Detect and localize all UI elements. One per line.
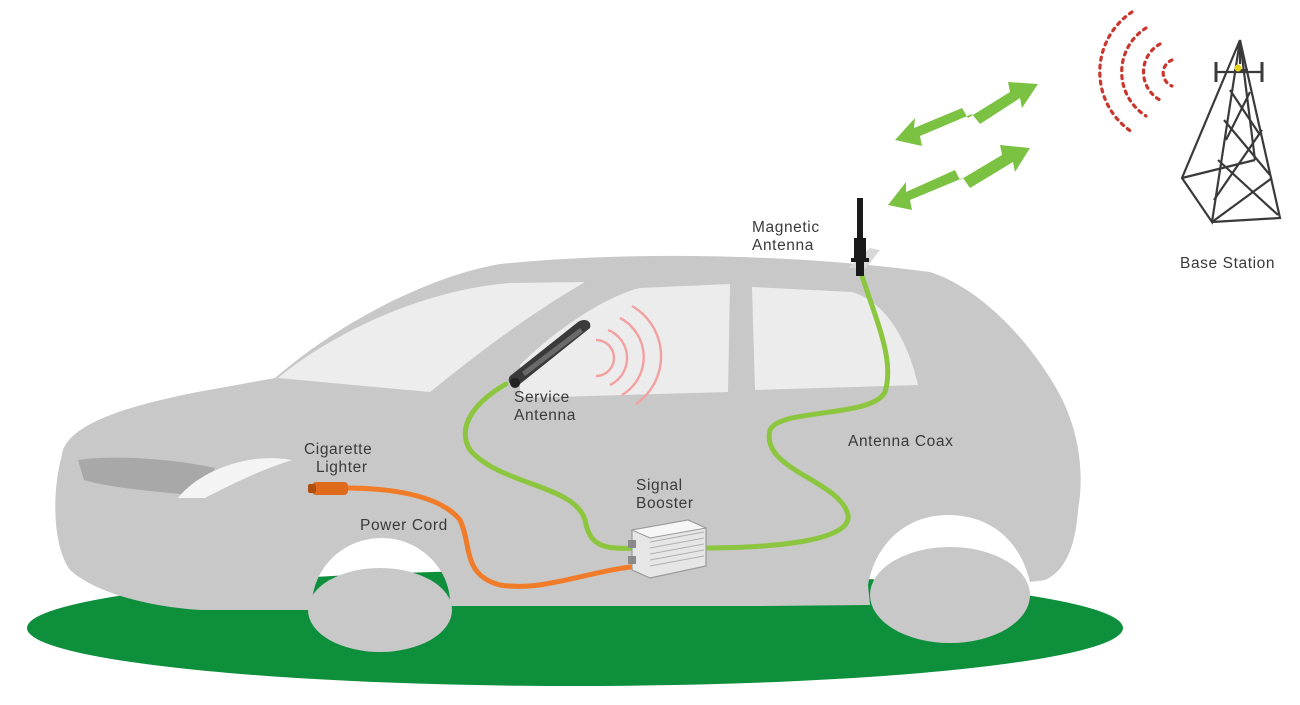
power-cord-label: Power Cord	[360, 517, 448, 534]
antenna-coax-cable	[462, 273, 891, 551]
magnetic-antenna-label-line2: Antenna	[752, 237, 814, 254]
antenna-coax-label: Antenna Coax	[848, 433, 953, 450]
signal-booster-label-line1: Signal	[636, 477, 683, 494]
base-station-tower-icon	[1180, 39, 1282, 225]
cigarette-lighter-label: Cigarette Lighter	[304, 441, 377, 476]
service-antenna-icon	[508, 320, 591, 388]
magnetic-antenna-label: Magnetic Antenna	[752, 219, 825, 254]
service-antenna-label-line2: Antenna	[514, 407, 576, 424]
headlight	[78, 457, 215, 496]
radio-wave-icon	[595, 304, 663, 405]
base-station-label: Base Station	[1180, 255, 1275, 272]
wheel-arch	[178, 458, 292, 498]
windshield	[278, 282, 585, 392]
cigarette-lighter-label-line1: Cigarette	[304, 441, 372, 458]
signal-booster-label-line2: Booster	[636, 495, 694, 512]
service-antenna-label: Service Antenna	[514, 389, 576, 424]
signal-booster-icon	[628, 519, 708, 579]
signal-booster-label: Signal Booster	[636, 477, 694, 512]
bidirectional-arrow-icon	[888, 82, 1038, 210]
magnetic-antenna-icon	[851, 198, 869, 276]
cigarette-lighter-label-line2: Lighter	[316, 459, 368, 476]
car-icon	[55, 248, 1081, 652]
power-cord-cable	[342, 485, 643, 589]
service-antenna-label-line1: Service	[514, 389, 570, 406]
magnetic-antenna-label-line1: Magnetic	[752, 219, 820, 236]
tower-radio-wave-icon	[1098, 10, 1174, 134]
pillar	[731, 282, 751, 394]
front-window	[520, 284, 730, 398]
front-wheel	[308, 568, 452, 652]
rear-wheel	[870, 547, 1030, 643]
cigarette-lighter-plug	[308, 482, 348, 495]
